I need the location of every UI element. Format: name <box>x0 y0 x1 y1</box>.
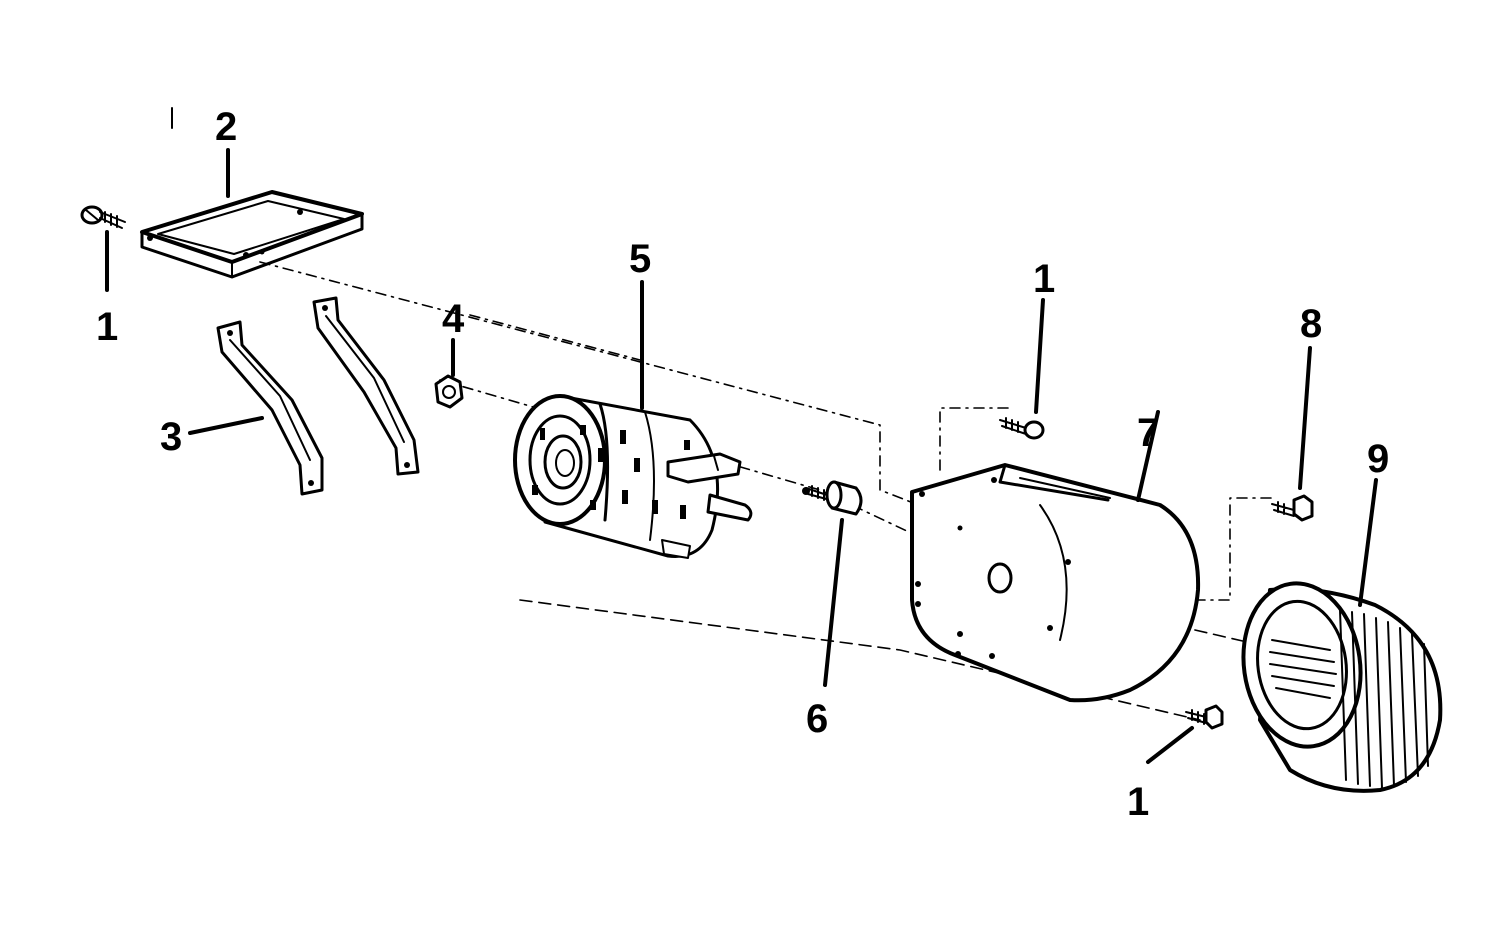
callout-5: 5 <box>629 237 651 281</box>
callout-8: 8 <box>1300 302 1322 346</box>
leader-8 <box>1298 346 1312 490</box>
callout-2: 2 <box>215 105 237 149</box>
bracket-right <box>312 296 420 476</box>
blower-wheel <box>1241 581 1443 793</box>
blower-housing <box>910 463 1201 703</box>
screw-upper-housing <box>999 417 1045 440</box>
leader-1-upper <box>1034 298 1045 414</box>
callout-4: 4 <box>442 297 465 341</box>
screw-top-left <box>80 205 126 229</box>
callout-1-lower: 1 <box>1127 780 1149 824</box>
callout-1-upper: 1 <box>1033 257 1055 301</box>
leader-7 <box>1136 410 1160 502</box>
motor <box>513 394 753 559</box>
hub <box>802 480 863 516</box>
leader-1-lower <box>1146 726 1194 764</box>
set-screw <box>1271 494 1314 522</box>
callout-1-top-left: 1 <box>96 305 118 349</box>
callout-3: 3 <box>160 415 182 459</box>
leader-3 <box>188 416 264 435</box>
bracket-left <box>216 320 324 496</box>
callout-7: 7 <box>1137 411 1159 455</box>
nut <box>434 374 464 409</box>
callout-9: 9 <box>1367 437 1389 481</box>
mounting-plate <box>140 190 364 279</box>
callout-6: 6 <box>806 697 828 741</box>
leader-9 <box>1358 478 1378 607</box>
leader-6 <box>823 518 844 687</box>
screw-lower-housing <box>1185 704 1224 730</box>
